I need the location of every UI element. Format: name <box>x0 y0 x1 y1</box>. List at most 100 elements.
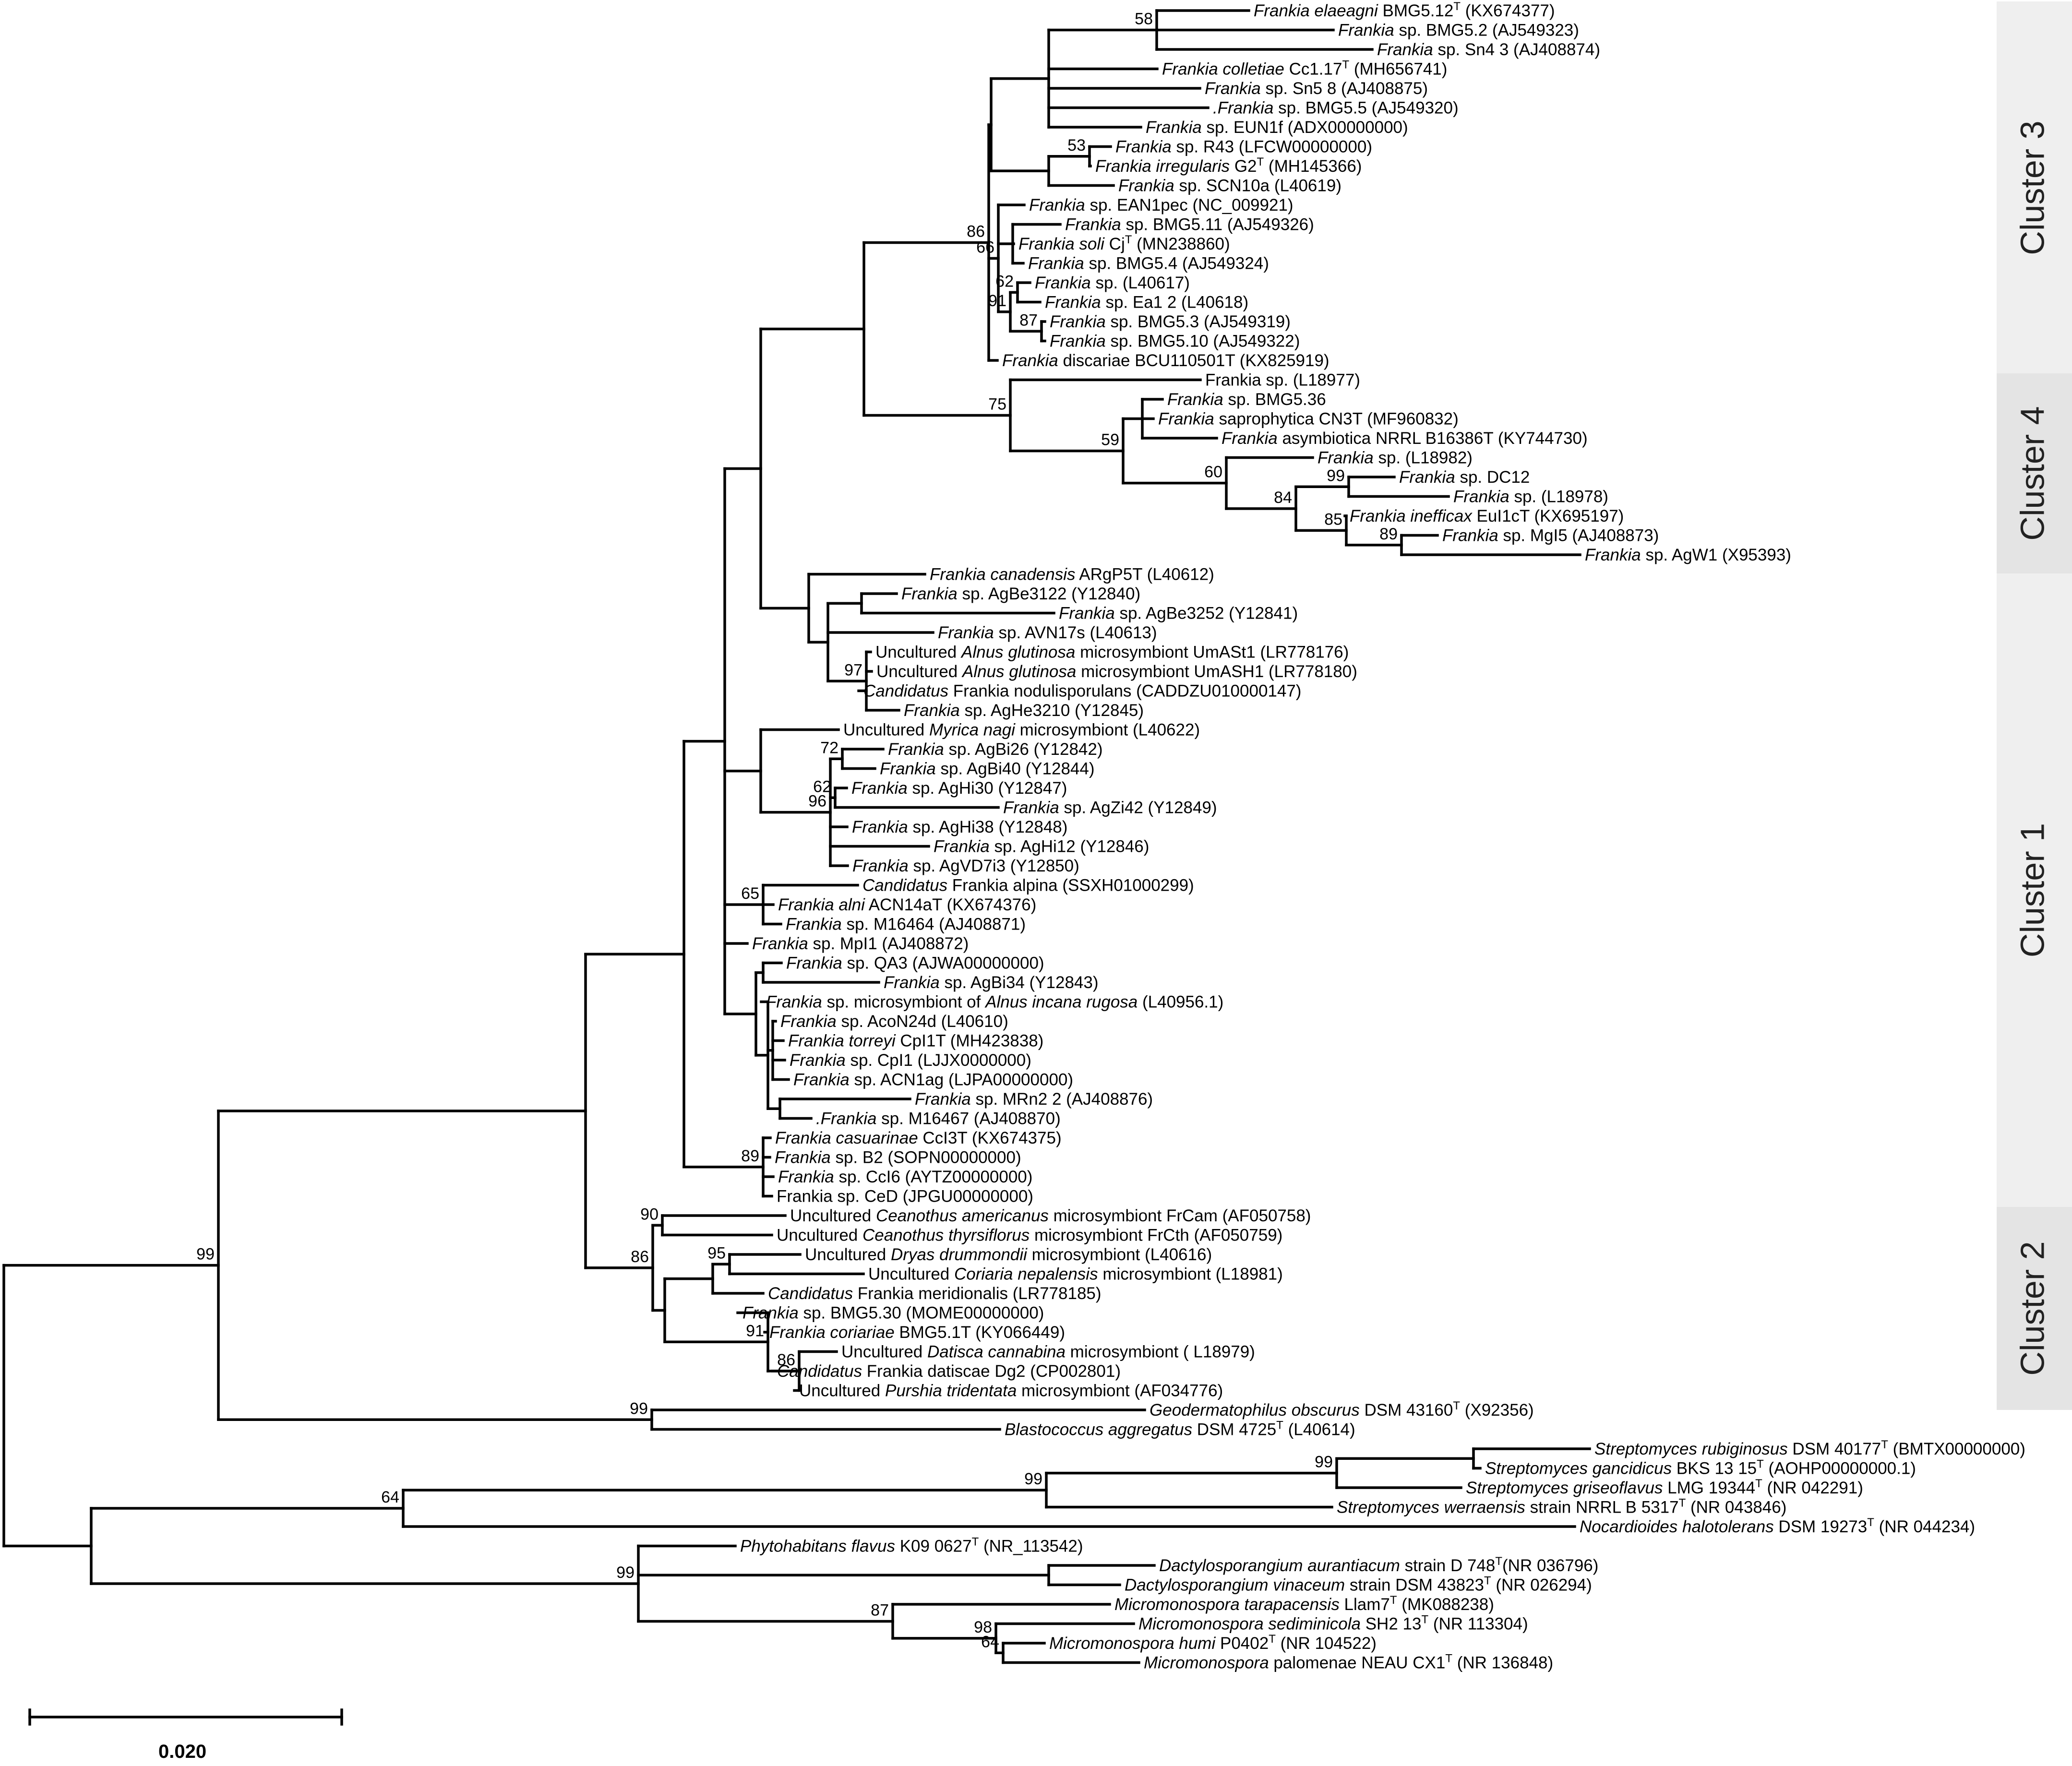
leaf-label-L52: Frankia sp. microsymbiont of Alnus incan… <box>766 993 1223 1012</box>
bootstrap-b64b: 64 <box>981 1633 999 1651</box>
leaf-label-L43: Frankia sp. AgHi38 (Y12848) <box>852 818 1067 836</box>
leaf-label-L49: Frankia sp. MpI1 (AJ408872) <box>752 934 969 953</box>
leaf-label-L60: Frankia sp. B2 (SOPN00000000) <box>775 1148 1021 1167</box>
leaf-label-L74: Blastococcus aggregatus DSM 4725T (L4061… <box>1005 1419 1355 1439</box>
leaf-label-L86: Micromonospora palomenae NEAU CX1T (NR 1… <box>1144 1652 1553 1672</box>
scale-bar-label: 0.020 <box>158 1741 206 1762</box>
leaf-label-L67: Candidatus Frankia meridionalis (LR77818… <box>768 1284 1102 1303</box>
leaf-label-L38: Uncultured Myrica nagi microsymbiont (L4… <box>843 721 1200 740</box>
bootstrap-b75: 75 <box>988 395 1006 414</box>
cluster-label-c4: Cluster 4 <box>2013 406 2051 540</box>
bootstrap-b84: 84 <box>1274 489 1292 507</box>
leaf-label-L73: Geodermatophilus obscurus DSM 43160T (X9… <box>1150 1399 1534 1420</box>
leaf-label-L46: Candidatus Frankia alpina (SSXH01000299) <box>862 876 1194 895</box>
leaf-label-L14: Frankia sp. BMG5.4 (AJ549324) <box>1028 254 1269 273</box>
leaf-label-L69: Frankia coriariae BMG5.1T (KY066449) <box>769 1323 1065 1342</box>
leaf-label-L31: Frankia sp. AgBe3122 (Y12840) <box>901 585 1140 603</box>
leaf-label-L47: Frankia alni ACN14aT (KX674376) <box>778 895 1036 914</box>
leaf-label-L7: Frankia sp. EUN1f (ADX00000000) <box>1146 118 1408 137</box>
bootstrap-b98: 98 <box>974 1618 992 1636</box>
leaf-label-L1: Frankia elaeagni BMG5.12T (KX674377) <box>1254 0 1555 20</box>
bootstrap-b99e: 99 <box>1024 1470 1042 1488</box>
bootstrap-b59: 59 <box>1101 431 1119 449</box>
scale-bar: 0.020 <box>28 1708 343 1762</box>
leaf-label-L19: Frankia discariae BCU110501T (KX825919) <box>1002 351 1329 370</box>
leaf-label-L75: Streptomyces rubiginosus DSM 40177T (BMT… <box>1594 1438 2025 1459</box>
leaf-label-L40: Frankia sp. AgBi40 (Y12844) <box>880 760 1095 778</box>
leaf-label-L82: Dactylosporangium vinaceum strain DSM 43… <box>1125 1574 1592 1595</box>
tree-branches <box>2 9 1591 1664</box>
bootstrap-b53: 53 <box>1067 136 1086 155</box>
bootstrap-b64a: 64 <box>381 1488 399 1506</box>
leaf-label-L41: Frankia sp. AgHi30 (Y12847) <box>851 779 1067 798</box>
bootstrap-b62b: 62 <box>813 777 831 796</box>
leaf-label-L29: Frankia sp. AgW1 (X95393) <box>1585 546 1791 564</box>
bootstrap-b65: 65 <box>741 884 759 903</box>
leaf-label-L13: Frankia soli CjT (MN238860) <box>1018 233 1230 254</box>
cluster-band-c4 <box>1997 373 2072 573</box>
cluster-label-c1: Cluster 1 <box>2013 823 2051 957</box>
leaf-label-L64: Uncultured Ceanothus thyrsiflorus micros… <box>777 1226 1282 1245</box>
leaf-label-L76: Streptomyces gancidicus BKS 13 15T (AOHP… <box>1485 1457 1916 1478</box>
leaf-label-L37: Frankia sp. AgHe3210 (Y12845) <box>904 701 1144 720</box>
bootstrap-b62a: 62 <box>995 272 1014 290</box>
leaf-label-L59: Frankia casuarinae CcI3T (KX674375) <box>775 1129 1062 1147</box>
leaf-label-L57: Frankia sp. MRn2 2 (AJ408876) <box>915 1090 1153 1109</box>
leaf-label-L71: Candidatus Frankia datiscae Dg2 (CP00280… <box>777 1362 1121 1381</box>
bootstrap-b66: 66 <box>976 238 994 256</box>
leaf-label-L2: Frankia sp. BMG5.2 (AJ549323) <box>1338 21 1579 40</box>
bootstrap-b60: 60 <box>1204 463 1222 481</box>
leaf-label-L45: Frankia sp. AgVD7i3 (Y12850) <box>852 857 1079 875</box>
bootstrap-b99g: 99 <box>616 1563 635 1582</box>
leaf-label-L25: Frankia sp. DC12 <box>1399 468 1530 487</box>
leaf-label-L27: Frankia inefficax EuI1cT (KX695197) <box>1350 507 1624 525</box>
leaf-label-L28: Frankia sp. MgI5 (AJ408873) <box>1442 526 1659 545</box>
leaf-label-L66: Uncultured Coriaria nepalensis microsymb… <box>868 1265 1283 1284</box>
cluster-label-c3: Cluster 3 <box>2013 120 2051 255</box>
leaf-label-L21: Frankia sp. BMG5.36 <box>1167 390 1326 409</box>
leaf-label-L22: Frankia saprophytica CN3T (MF960832) <box>1158 410 1459 429</box>
cluster-band-c2 <box>1997 1207 2072 1410</box>
leaf-label-L34: Uncultured Alnus glutinosa microsymbiont… <box>875 643 1349 662</box>
leaf-label-L3: Frankia sp. Sn4 3 (AJ408874) <box>1377 40 1600 59</box>
leaf-label-L30: Frankia canadensis ARgP5T (L40612) <box>930 565 1214 584</box>
bootstrap-b99a: 99 <box>1327 466 1345 485</box>
leaf-label-L39: Frankia sp. AgBi26 (Y12842) <box>888 740 1103 759</box>
bootstrap-b72: 72 <box>820 739 838 757</box>
bootstrap-b91b: 91 <box>746 1322 764 1340</box>
leaf-label-L79: Nocardioides halotolerans DSM 19273T (NR… <box>1580 1516 1975 1537</box>
leaf-label-L70: Uncultured Datisca cannabina microsymbio… <box>841 1343 1255 1361</box>
bootstrap-b87b: 87 <box>1019 311 1038 329</box>
bootstrap-b86a: 86 <box>967 222 985 240</box>
leaf-label-L84: Micromonospora sediminicola SH2 13T (NR … <box>1138 1613 1528 1634</box>
leaf-label-L11: Frankia sp. EAN1pec (NC_009921) <box>1029 196 1294 215</box>
leaf-label-L35: Uncultured Alnus glutinosa microsymbiont… <box>876 662 1357 681</box>
leaf-label-L23: Frankia asymbiotica NRRL B16386T (KY7447… <box>1222 429 1588 448</box>
leaf-label-L5: Frankia sp. Sn5 8 (AJ408875) <box>1205 79 1428 98</box>
bootstrap-b58: 58 <box>1135 10 1153 28</box>
leaf-label-L78: Streptomyces werraensis strain NRRL B 53… <box>1337 1496 1786 1517</box>
leaf-label-L8: Frankia sp. R43 (LFCW00000000) <box>1115 138 1372 156</box>
bootstrap-b99f: 99 <box>1315 1453 1333 1471</box>
leaf-label-L51: Frankia sp. AgBi34 (Y12843) <box>884 973 1099 992</box>
leaf-label-L4: Frankia colletiae Cc1.17T (MH656741) <box>1162 58 1447 79</box>
bootstrap-b90: 90 <box>640 1205 659 1223</box>
leaf-label-L61: Frankia sp. CcI6 (AYTZ00000000) <box>778 1168 1032 1186</box>
bootstrap-b86c: 86 <box>777 1351 795 1369</box>
cluster-band-c3 <box>1997 1 2072 374</box>
bootstrap-b96: 96 <box>808 792 826 811</box>
bootstrap-b97: 97 <box>844 661 862 679</box>
leaf-label-L62: Frankia sp. CeD (JPGU00000000) <box>777 1187 1033 1206</box>
leaf-label-L18: Frankia sp. BMG5.10 (AJ549322) <box>1050 332 1300 351</box>
leaf-label-L68: Frankia sp. BMG5.30 (MOME00000000) <box>743 1304 1044 1323</box>
leaf-label-L17: Frankia sp. BMG5.3 (AJ549319) <box>1050 312 1291 331</box>
leaf-label-L12: Frankia sp. BMG5.11 (AJ549326) <box>1065 215 1314 234</box>
leaf-label-L26: Frankia sp. (L18978) <box>1453 488 1608 506</box>
leaf-label-L50: Frankia sp. QA3 (AJWA00000000) <box>786 954 1044 973</box>
leaf-label-L80: Phytohabitans flavus K09 0627T (NR_11354… <box>740 1535 1083 1556</box>
leaf-label-L20: Frankia sp. (L18977) <box>1205 371 1360 390</box>
cluster-band-c1 <box>1997 573 2072 1207</box>
leaf-label-L42: Frankia sp. AgZi42 (Y12849) <box>1003 799 1217 817</box>
